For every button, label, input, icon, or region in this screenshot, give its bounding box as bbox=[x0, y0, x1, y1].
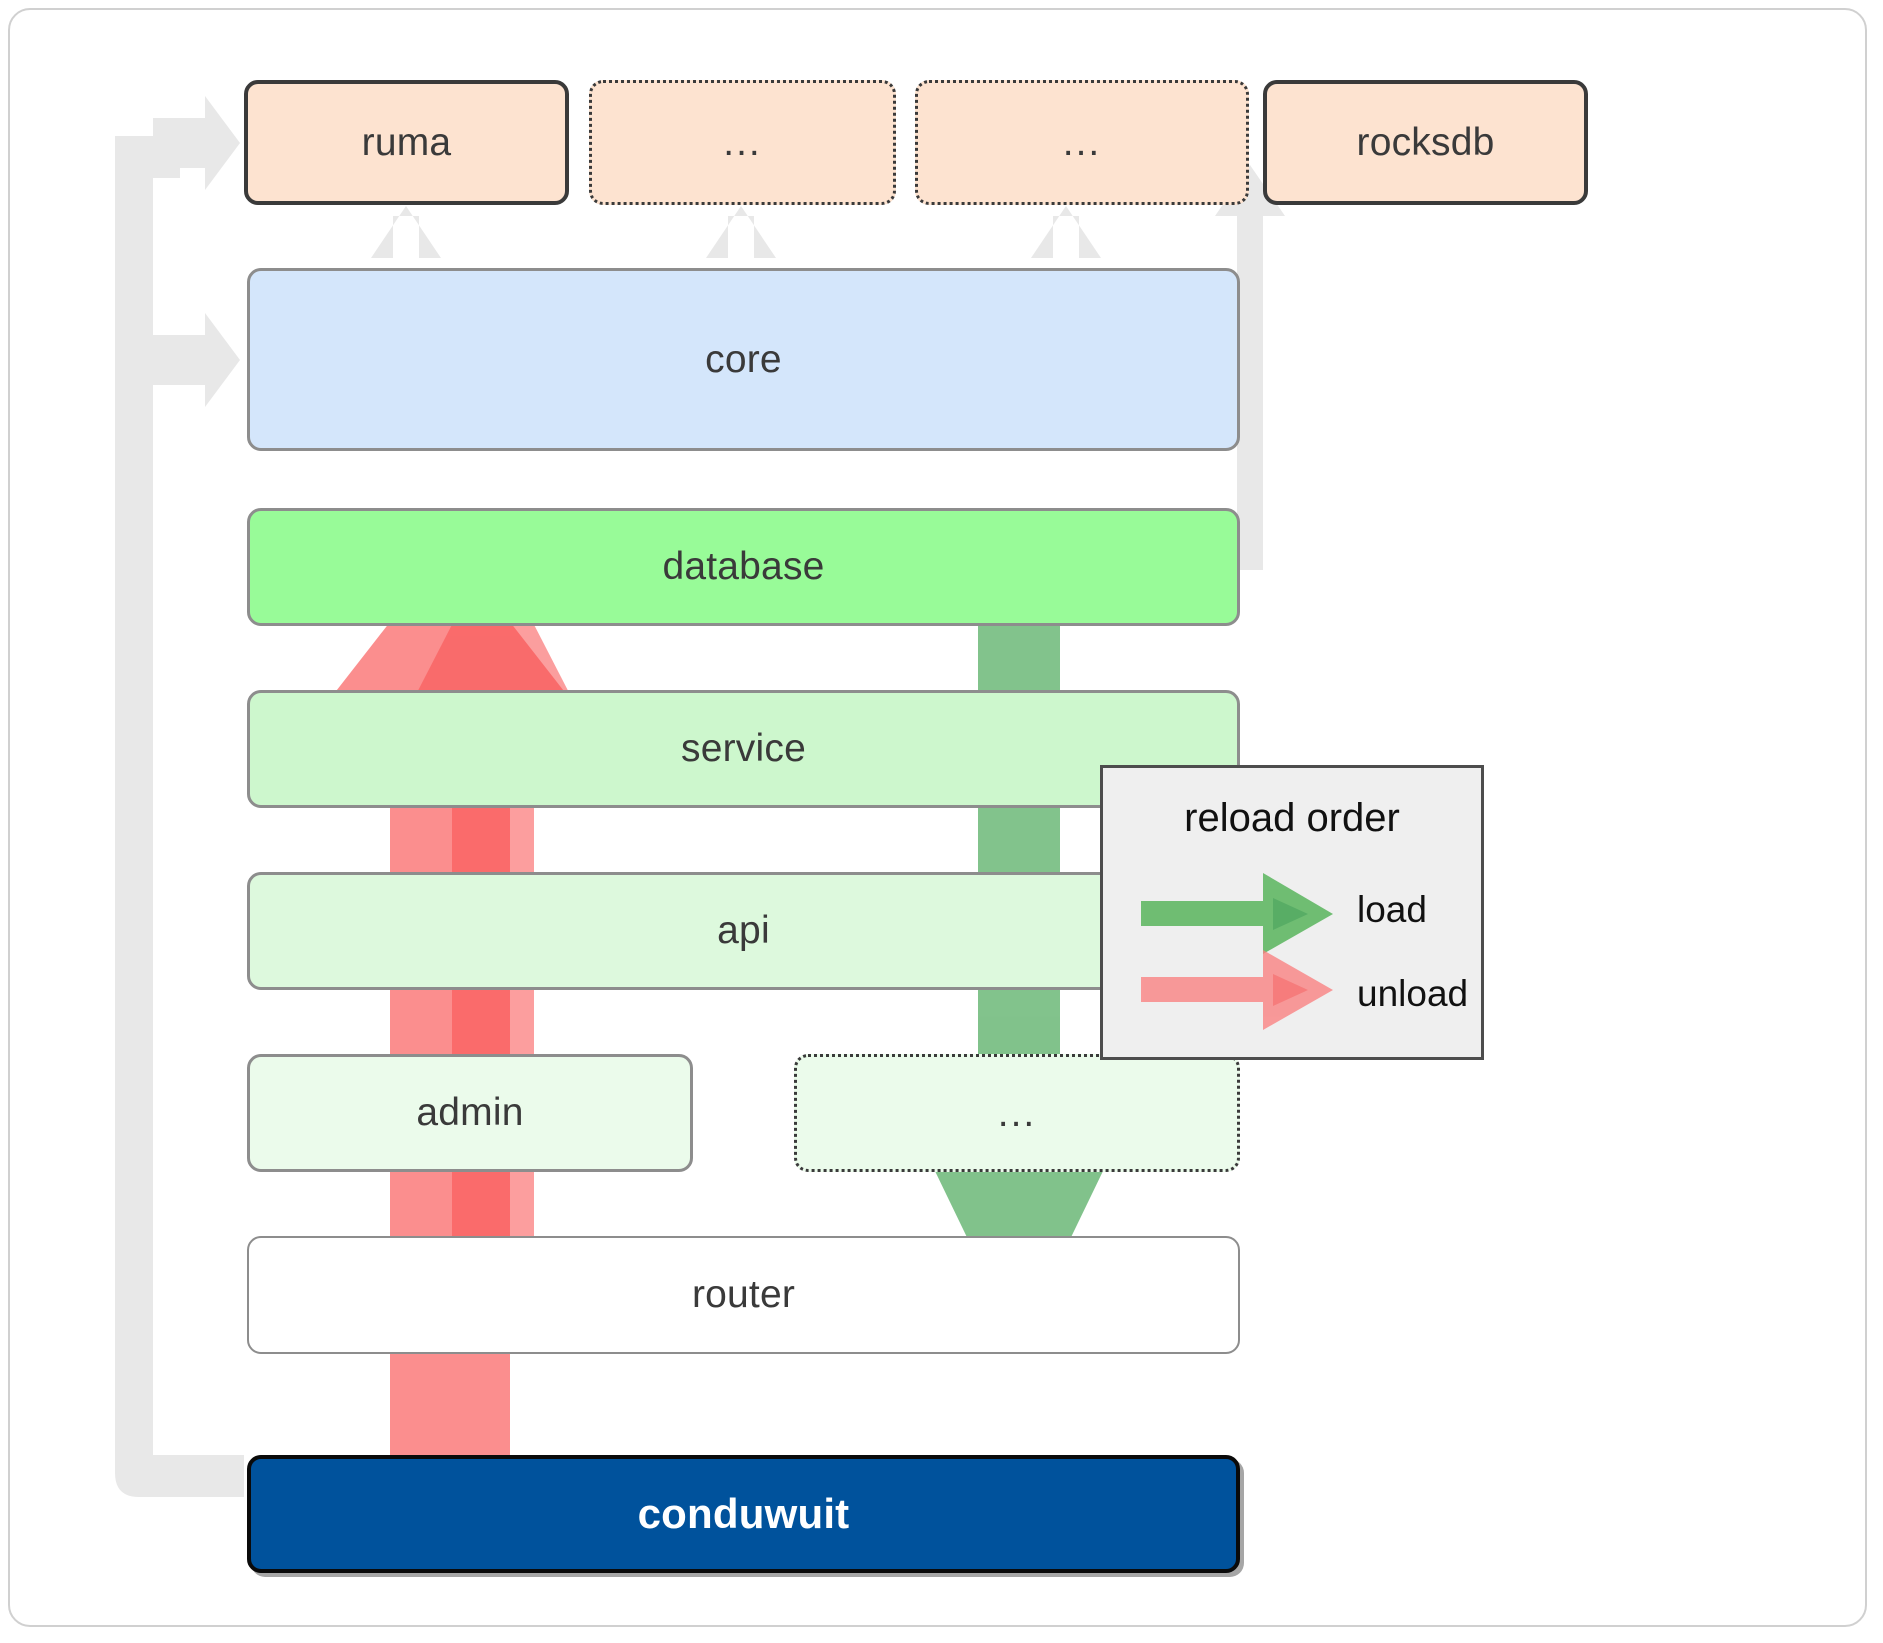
node-service-label: service bbox=[681, 727, 806, 770]
node-dots-2-label: ... bbox=[1062, 121, 1102, 164]
node-router[interactable]: router bbox=[247, 1236, 1240, 1354]
diagram-canvas bbox=[8, 8, 1867, 1627]
legend-load-arrow bbox=[1141, 873, 1333, 954]
legend-label-load: load bbox=[1357, 889, 1427, 930]
node-api-label: api bbox=[717, 909, 770, 952]
node-dots-2[interactable]: ... bbox=[915, 80, 1249, 205]
node-core[interactable]: core bbox=[247, 268, 1240, 451]
legend-box: reload order load unload bbox=[1100, 765, 1484, 1060]
node-database-label: database bbox=[662, 545, 825, 588]
node-rocksdb[interactable]: rocksdb bbox=[1263, 80, 1588, 205]
node-dots-3[interactable]: ... bbox=[794, 1054, 1240, 1172]
node-dots-3-label: ... bbox=[997, 1091, 1037, 1135]
legend-label-unload: unload bbox=[1357, 973, 1469, 1014]
node-ruma-label: ruma bbox=[361, 120, 452, 164]
node-conduwuit[interactable]: conduwuit bbox=[247, 1455, 1240, 1573]
node-core-label: core bbox=[705, 337, 782, 381]
node-rocksdb-label: rocksdb bbox=[1356, 120, 1495, 164]
node-service[interactable]: service bbox=[247, 690, 1240, 808]
node-admin-label: admin bbox=[416, 1091, 524, 1134]
node-admin[interactable]: admin bbox=[247, 1054, 693, 1172]
node-dots-1-label: ... bbox=[723, 121, 762, 164]
node-ruma[interactable]: ruma bbox=[244, 80, 569, 205]
node-conduwuit-label: conduwuit bbox=[637, 1490, 850, 1537]
node-router-label: router bbox=[691, 1273, 796, 1316]
legend-title: reload order bbox=[1184, 796, 1400, 840]
node-database[interactable]: database bbox=[247, 508, 1240, 626]
node-api[interactable]: api bbox=[247, 872, 1240, 990]
node-dots-1[interactable]: ... bbox=[589, 80, 896, 205]
legend-unload-arrow bbox=[1141, 950, 1333, 1030]
legend-arrows bbox=[1141, 873, 1333, 1030]
